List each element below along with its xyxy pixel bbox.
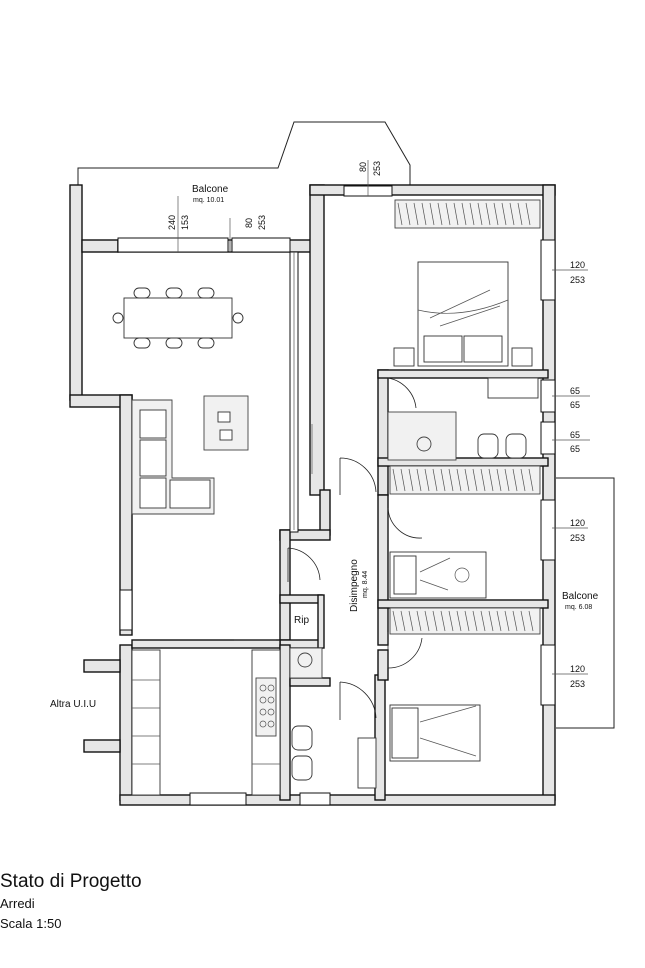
balcone-top-area: mq. 10.01: [193, 197, 224, 204]
balcone-right-label: Balcone: [562, 591, 599, 602]
sofa: [131, 399, 215, 515]
bathroom-2: [387, 377, 539, 461]
dim-window5-bottom: 253: [570, 679, 585, 689]
neighbour-unit: [83, 659, 121, 800]
balcone-right-area: mq. 6.08: [565, 604, 592, 611]
dim-window1-bottom: 253: [570, 275, 585, 285]
wardrobe-lower: [389, 607, 541, 635]
dim-window4-bottom: 253: [570, 533, 585, 543]
kitchen: [131, 649, 281, 796]
dim-window3-top: 65: [570, 430, 580, 440]
dim-240: 240: [167, 215, 177, 230]
altra-uiu-label: Altra U.I.U: [50, 699, 96, 710]
drawing-title: Stato di Progetto: [0, 871, 142, 892]
bathroom-1: [289, 647, 377, 789]
dimension-lines: [177, 160, 590, 675]
balcony-right: [556, 477, 615, 729]
dim-window1-top: 120: [570, 260, 585, 270]
dim-window5-top: 120: [570, 664, 585, 674]
dim-window2-top: 65: [570, 386, 580, 396]
disimpegno-area: mq. 8.44: [362, 571, 369, 598]
doors: [234, 377, 423, 720]
single-bed: [389, 551, 487, 599]
drawing-scale: Scala 1:50: [0, 916, 62, 931]
dim-253-a: 253: [257, 215, 267, 230]
drawing-subtitle: Arredi: [0, 896, 35, 911]
dim-window2-bottom: 65: [570, 400, 580, 410]
wardrobe-top-bedroom: [394, 199, 541, 229]
dim-153: 153: [180, 215, 190, 230]
double-bed-bottom: [389, 704, 481, 762]
dim-80-a: 80: [244, 218, 254, 228]
dim-window3-bottom: 65: [570, 444, 580, 454]
floor-plan: Balcone mq. 10.01 Balcone mq. 6.08 Disim…: [50, 121, 615, 806]
wardrobe-middle: [389, 465, 541, 495]
dim-80-b: 80: [358, 162, 368, 172]
disimpegno-label: Disimpegno: [349, 559, 360, 612]
coffee-table: [203, 395, 249, 451]
dining-table: [112, 287, 244, 349]
rip-label: Rip: [294, 615, 309, 626]
title-block: Stato di Progetto Arredi Scala 1:50: [0, 870, 142, 934]
double-bed-top: [393, 261, 533, 367]
dim-window4-top: 120: [570, 518, 585, 528]
balcone-top-label: Balcone: [192, 184, 229, 195]
dim-253-b: 253: [372, 161, 382, 176]
balcony-top: [70, 121, 411, 241]
